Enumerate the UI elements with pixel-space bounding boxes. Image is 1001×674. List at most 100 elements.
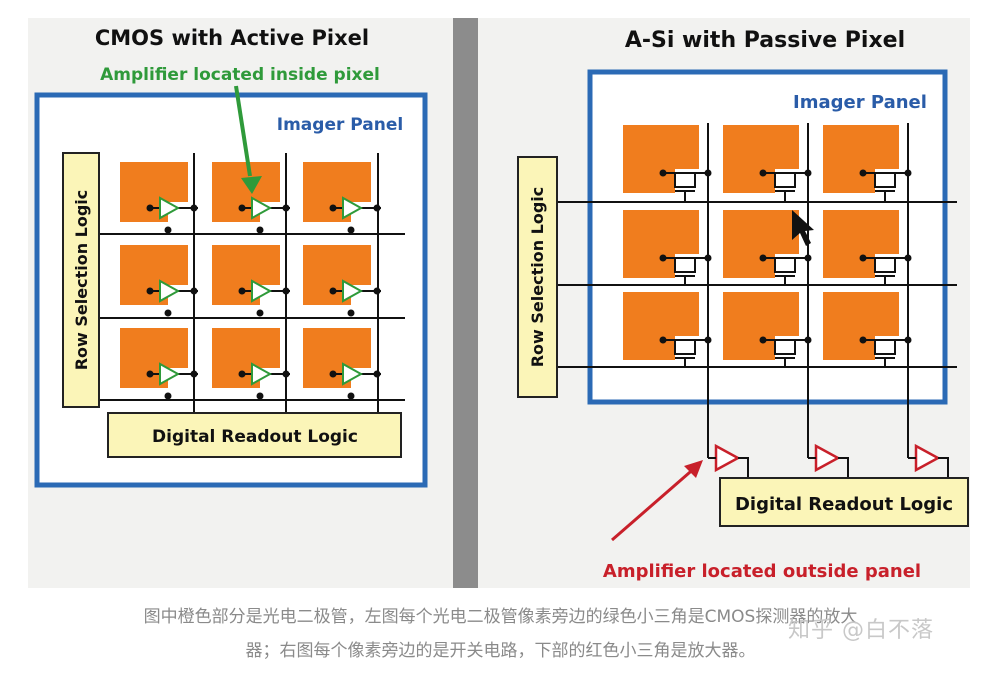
right-diagram: A-Si with Passive Pixel Imager Panel Row… <box>517 28 969 582</box>
switch-transistor-icon <box>874 340 896 368</box>
circuit-node <box>146 370 154 378</box>
circuit-node <box>190 204 198 212</box>
left-row-selection-logic-box <box>62 152 100 408</box>
circuit-node <box>859 169 867 177</box>
left-title: CMOS with Active Pixel <box>95 26 369 50</box>
circuit-node <box>859 254 867 262</box>
red-amplifier-icon <box>914 443 941 473</box>
left-digital-readout-box <box>107 412 402 458</box>
photodiode <box>120 245 188 305</box>
green-amplifier-icon <box>251 279 273 303</box>
green-amplifier-icon <box>251 362 273 386</box>
right-row-selection-label: Row Selection Logic <box>528 187 547 368</box>
mouse-cursor-icon <box>792 210 814 246</box>
circuit-node <box>256 309 264 317</box>
circuit-node <box>704 169 712 177</box>
photodiode <box>823 292 899 360</box>
photodiode <box>623 292 699 360</box>
left-imager-panel-label: Imager Panel <box>277 115 403 135</box>
switch-transistor-icon <box>774 340 796 368</box>
circuit-node <box>282 204 290 212</box>
circuit-node <box>256 226 264 234</box>
circuit-node <box>256 392 264 400</box>
circuit-node <box>859 336 867 344</box>
circuit-node <box>804 336 812 344</box>
circuit-node <box>146 287 154 295</box>
circuit-node <box>164 392 172 400</box>
circuit-node <box>238 204 246 212</box>
right-external-amplifiers <box>707 400 949 478</box>
green-amplifier-icon <box>159 362 181 386</box>
circuit-node <box>146 204 154 212</box>
photodiode <box>303 328 371 388</box>
circuit-node <box>659 254 667 262</box>
caption-line-2: 器；右图每个像素旁边的是开关电路，下部的红色小三角是放大器。 <box>245 641 756 661</box>
green-amplifier-icon <box>159 196 181 220</box>
circuit-node <box>659 169 667 177</box>
circuit-node <box>373 370 381 378</box>
switch-transistor-icon <box>874 258 896 286</box>
circuit-node <box>804 169 812 177</box>
photodiode <box>823 125 899 193</box>
right-digital-readout-label: Digital Readout Logic <box>735 494 953 515</box>
photodiode <box>212 245 280 305</box>
circuit-node <box>904 336 912 344</box>
switch-transistor-icon <box>674 173 696 201</box>
green-amplifier-icon <box>342 362 364 386</box>
circuit-node <box>347 392 355 400</box>
red-amplifier-icon <box>814 443 841 473</box>
photodiode <box>120 328 188 388</box>
photodiode <box>303 245 371 305</box>
green-amplifier-icon <box>159 279 181 303</box>
circuit-node <box>904 254 912 262</box>
photodiode <box>723 292 799 360</box>
left-annotation: Amplifier located inside pixel <box>100 65 380 85</box>
circuit-node <box>164 226 172 234</box>
right-pixel-grid <box>557 123 957 400</box>
image-divider <box>453 18 478 588</box>
left-annotation-arrow-shaft <box>234 85 252 177</box>
photodiode <box>723 125 799 193</box>
photodiode <box>303 162 371 222</box>
circuit-node <box>238 287 246 295</box>
right-annotation: Amplifier located outside panel <box>603 561 921 582</box>
switch-transistor-icon <box>774 258 796 286</box>
circuit-node <box>373 204 381 212</box>
red-amplifier-icon <box>714 443 741 473</box>
green-amplifier-icon <box>251 196 273 220</box>
right-annotation-arrow-head <box>684 460 703 478</box>
circuit-node <box>373 287 381 295</box>
photodiode <box>623 210 699 278</box>
left-diagram: CMOS with Active Pixel Amplifier located… <box>34 26 428 488</box>
circuit-node <box>759 169 767 177</box>
right-title: A-Si with Passive Pixel <box>625 28 905 53</box>
switch-transistor-icon <box>774 173 796 201</box>
watermark: 知乎 @白不落 <box>788 618 934 643</box>
right-annotation-arrow-shaft <box>611 464 698 542</box>
circuit-node <box>282 370 290 378</box>
photodiode <box>120 162 188 222</box>
circuit-node <box>190 370 198 378</box>
right-row-selection-logic-box <box>517 156 558 398</box>
circuit-node <box>904 169 912 177</box>
pixel-architecture-diagram: CMOS with Active Pixel Amplifier located… <box>34 26 969 582</box>
left-annotation-arrow-head <box>241 176 262 194</box>
amplifier-output-wire <box>938 457 949 478</box>
circuit-node <box>759 336 767 344</box>
green-amplifier-icon <box>342 196 364 220</box>
circuit-node <box>190 287 198 295</box>
left-row-selection-label: Row Selection Logic <box>72 190 91 371</box>
switch-transistor-icon <box>674 340 696 368</box>
switch-transistor-icon <box>874 173 896 201</box>
circuit-node <box>329 287 337 295</box>
circuit-node <box>804 254 812 262</box>
circuit-node <box>329 370 337 378</box>
caption-line-1: 图中橙色部分是光电二极管，左图每个光电二极管像素旁边的绿色小三角是CMOS探测器… <box>143 607 858 627</box>
circuit-node <box>238 370 246 378</box>
circuit-node <box>759 254 767 262</box>
circuit-node <box>347 226 355 234</box>
circuit-node <box>704 336 712 344</box>
green-amplifier-icon <box>342 279 364 303</box>
switch-transistor-icon <box>674 258 696 286</box>
figure-caption: 图中橙色部分是光电二极管，左图每个光电二极管像素旁边的绿色小三角是CMOS探测器… <box>40 600 961 668</box>
